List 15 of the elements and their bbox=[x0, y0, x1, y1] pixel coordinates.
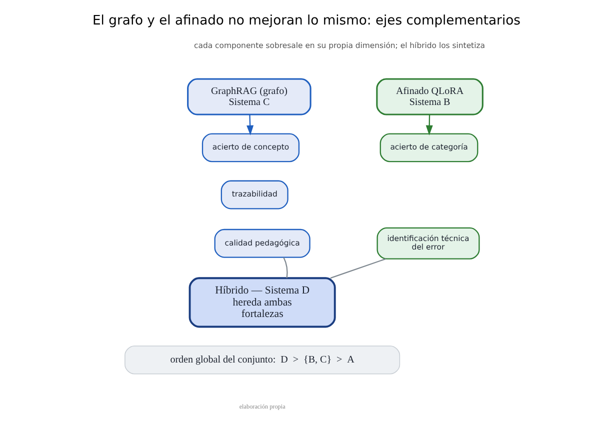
arrow bbox=[426, 114, 433, 136]
node-box: acierto de concepto bbox=[202, 133, 300, 162]
node-box: GraphRAG (grafo) Sistema C bbox=[187, 78, 312, 116]
node-box: Afinado QLoRA Sistema B bbox=[376, 78, 484, 116]
node-box: trazabilidad bbox=[220, 180, 288, 210]
diagram-title: El grafo y el afinado no mejoran lo mismo: ejes complementarios bbox=[92, 14, 520, 29]
connector bbox=[330, 258, 386, 279]
node-box: orden global del conjunto: D > {B, C} > A bbox=[124, 346, 400, 374]
node-box: acierto de categoría bbox=[380, 133, 478, 162]
connector bbox=[283, 257, 288, 278]
node-box: Híbrido — Sistema D hereda ambas fortalezas bbox=[188, 277, 336, 328]
label: cada componente sobresale en su propia dimensión; el híbrido los sintetiza bbox=[194, 40, 485, 50]
node-box: identificación técnica del error bbox=[376, 227, 480, 260]
arrow bbox=[246, 114, 254, 136]
node-box: calidad pedagógica bbox=[214, 228, 310, 258]
